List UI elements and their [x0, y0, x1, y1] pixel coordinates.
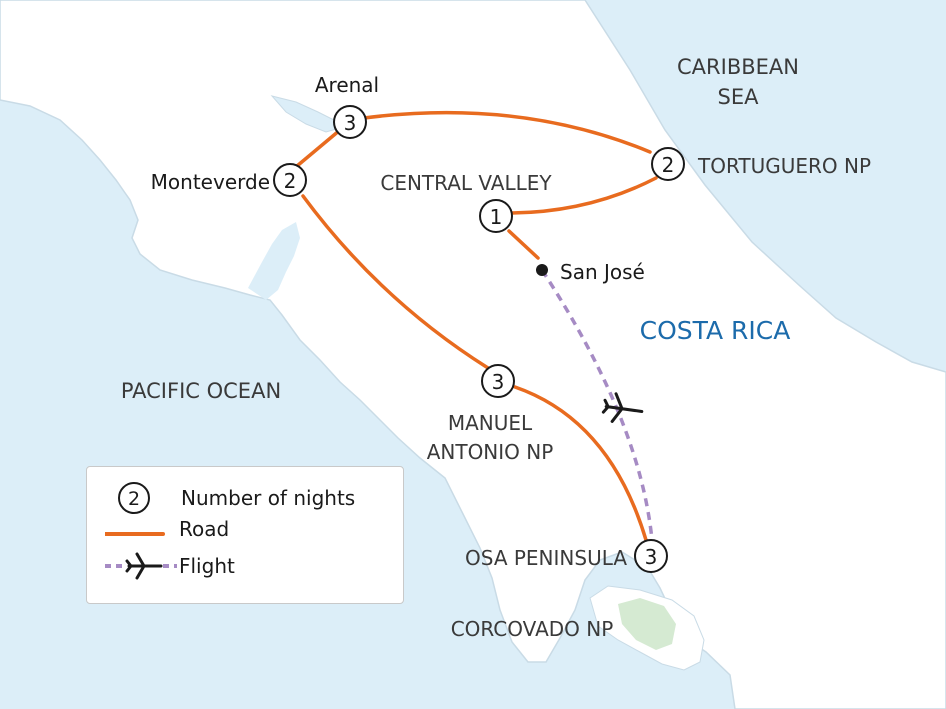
- legend-nights-sample: 2: [128, 488, 140, 510]
- label-osa-peninsula: OSA PENINSULA: [465, 546, 627, 570]
- stop-osa[interactable]: 3: [634, 539, 668, 573]
- label-manuel-antonio-line2: ANTONIO NP: [427, 440, 554, 464]
- label-monteverde: Monteverde: [151, 170, 270, 194]
- stop-manuel-antonio[interactable]: 3: [481, 364, 515, 398]
- label-manuel-antonio-line1: MANUEL: [448, 411, 533, 435]
- stop-central-valley-nights: 1: [490, 205, 503, 229]
- gulf-inlet: [248, 222, 300, 300]
- stop-osa-nights: 3: [645, 545, 658, 569]
- stop-manuel-antonio-nights: 3: [492, 370, 505, 394]
- legend-nights-label: Number of nights: [181, 486, 356, 510]
- san-jose-dot: [536, 264, 548, 276]
- map-legend: 2 Number of nights Road Flight: [86, 466, 404, 604]
- road-routes: [295, 110, 658, 542]
- legend-road-label: Road: [179, 517, 230, 541]
- stop-tortuguero-nights: 2: [662, 153, 675, 177]
- legend-flight-swatch: [105, 552, 177, 580]
- road-monteverde-arenal: [295, 128, 342, 168]
- stop-monteverde-nights: 2: [284, 169, 297, 193]
- road-monteverde-manuel-antonio: [301, 194, 490, 370]
- label-corcovado: CORCOVADO NP: [451, 617, 614, 641]
- legend-plane-icon: [125, 552, 163, 580]
- road-arenal-tortuguero: [362, 110, 652, 154]
- stop-arenal[interactable]: 3: [333, 105, 367, 139]
- label-central-valley: CENTRAL VALLEY: [380, 171, 552, 195]
- legend-row-flight: Flight: [105, 551, 235, 581]
- label-tortuguero: TORTUGUERO NP: [697, 154, 871, 178]
- stop-monteverde[interactable]: 2: [273, 163, 307, 197]
- stop-tortuguero[interactable]: 2: [651, 147, 685, 181]
- legend-nights-icon: 2: [118, 482, 150, 514]
- label-caribbean-line1: CARIBBEAN: [677, 55, 799, 79]
- legend-row-road: Road: [105, 517, 229, 541]
- corcovado-park: [618, 598, 676, 650]
- road-manuel-antonio-osa: [513, 385, 648, 542]
- legend-road-swatch: [105, 532, 165, 536]
- legend-row-nights: 2 Number of nights: [117, 481, 355, 515]
- label-pacific-ocean: PACIFIC OCEAN: [121, 379, 281, 403]
- legend-flight-label: Flight: [179, 554, 235, 578]
- label-country: COSTA RICA: [640, 316, 791, 345]
- road-central-valley-san-jose: [507, 229, 540, 260]
- label-arenal: Arenal: [315, 73, 379, 97]
- label-caribbean-line2: SEA: [718, 85, 760, 109]
- label-san-jose: San José: [560, 260, 645, 284]
- road-central-valley-tortuguero: [510, 176, 658, 215]
- stop-arenal-nights: 3: [344, 111, 357, 135]
- stop-central-valley[interactable]: 1: [479, 199, 513, 233]
- plane-icon: [601, 392, 644, 423]
